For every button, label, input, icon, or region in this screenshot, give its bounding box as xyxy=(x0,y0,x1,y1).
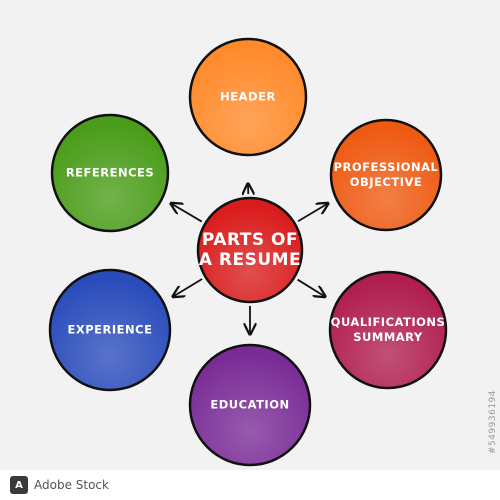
arrow-to-experience xyxy=(174,278,203,296)
node-header: HEADER xyxy=(188,37,308,157)
node-experience-circle xyxy=(48,268,172,392)
node-experience: EXPERIENCE xyxy=(48,268,172,392)
node-experience-label-line-1: EXPERIENCE xyxy=(68,323,153,337)
stock-id-text: #549936194 xyxy=(488,390,498,455)
node-references-circle xyxy=(50,113,170,233)
arrow-to-qualifications-summary xyxy=(297,278,324,296)
node-professional-objective-circle xyxy=(329,118,443,232)
node-professional-objective-label-line-1: PROFESSIONAL xyxy=(334,160,439,174)
adobe-stock-logo-icon: A xyxy=(10,476,28,494)
arrow-to-references xyxy=(172,204,203,223)
stock-watermark-banner: A Adobe Stock xyxy=(0,470,500,500)
node-center-label-line-1: PARTS OF xyxy=(202,230,298,250)
node-professional-objective-label-line-2: OBJECTIVE xyxy=(350,175,423,189)
node-center: PARTS OFA RESUME xyxy=(196,196,304,304)
node-center-circle xyxy=(196,196,304,304)
node-header-circle xyxy=(188,37,308,157)
node-qualifications-summary-label-line-2: SUMMARY xyxy=(353,330,423,344)
node-references-label-line-1: REFERENCES xyxy=(66,166,154,180)
node-education-circle xyxy=(188,343,312,467)
arrow-to-professional-objective xyxy=(297,204,327,223)
node-header-label-line-1: HEADER xyxy=(220,90,276,104)
node-qualifications-summary-label-line-1: QUALIFICATIONS xyxy=(331,315,446,329)
stock-brand-name: Adobe Stock xyxy=(34,478,109,492)
connector-arrows xyxy=(172,185,327,333)
node-references: REFERENCES xyxy=(50,113,170,233)
node-qualifications-summary-circle xyxy=(328,270,448,390)
node-center-label-line-2: A RESUME xyxy=(199,250,301,270)
node-education: EDUCATION xyxy=(188,343,312,467)
node-education-label-line-1: EDUCATION xyxy=(210,398,289,412)
